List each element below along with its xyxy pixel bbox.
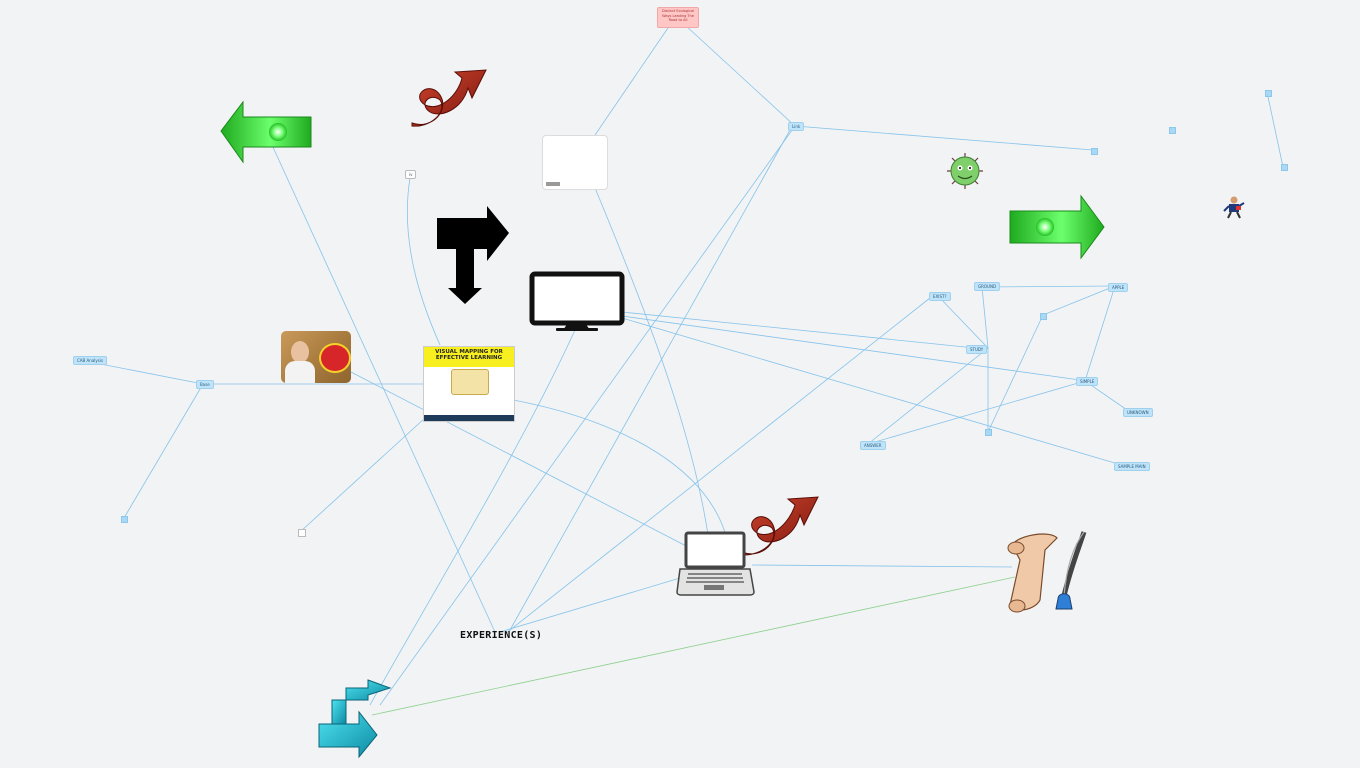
thumbnail-tag xyxy=(546,182,560,186)
node-small-note[interactable]: iv xyxy=(405,170,417,179)
node-simple[interactable]: SIMPLE xyxy=(1076,377,1099,386)
book-illustration xyxy=(451,369,489,395)
book-title: VISUAL MAPPING FOR EFFECTIVE LEARNING xyxy=(424,347,514,367)
person-figure-icon[interactable] xyxy=(1223,196,1245,219)
red-curl-arrow-icon[interactable] xyxy=(411,69,487,127)
endpoint-dot[interactable] xyxy=(1091,148,1098,155)
book-footer-band xyxy=(424,415,514,421)
green-connection xyxy=(371,576,1016,716)
node-answer[interactable]: ANSWER xyxy=(860,441,886,450)
experience-label[interactable]: EXPERIENCE(S) xyxy=(460,630,543,641)
top-note[interactable]: Distinct Ecological Ways Leading The Roa… xyxy=(657,7,699,28)
photo-body xyxy=(285,361,315,383)
node-unknown[interactable]: UNKNOWN xyxy=(1123,408,1153,417)
photo-badge xyxy=(319,343,351,373)
green-arrow-right-icon[interactable] xyxy=(1009,194,1105,260)
node-link[interactable]: Link xyxy=(788,122,805,131)
black-t-arrow-icon[interactable] xyxy=(437,206,509,304)
cyan-step-arrow-icon[interactable] xyxy=(318,679,392,759)
person-photo[interactable] xyxy=(281,331,351,383)
mini-map-thumbnail[interactable] xyxy=(542,135,608,190)
endpoint-dot[interactable] xyxy=(1281,164,1288,171)
node-ground[interactable]: GROUND xyxy=(974,282,1001,291)
node-apple[interactable]: APPLE xyxy=(1108,283,1129,292)
laptop-icon[interactable] xyxy=(676,531,755,596)
endpoint-dot-white[interactable] xyxy=(298,529,306,537)
endpoint-dot[interactable] xyxy=(985,429,992,436)
book-cover-image[interactable]: VISUAL MAPPING FOR EFFECTIVE LEARNING xyxy=(423,346,515,422)
endpoint-dot[interactable] xyxy=(121,516,128,523)
virus-icon[interactable] xyxy=(947,153,983,189)
monitor-icon[interactable] xyxy=(529,271,625,331)
scroll-quill-icon[interactable] xyxy=(1007,531,1087,613)
node-cab-analysis[interactable]: CAB Analysis xyxy=(73,356,108,365)
endpoint-dot[interactable] xyxy=(1265,90,1272,97)
node-sample-main[interactable]: SAMPLE MAIN xyxy=(1114,462,1150,471)
node-base[interactable]: Base xyxy=(196,380,214,389)
endpoint-dot[interactable] xyxy=(1169,127,1176,134)
node-study[interactable]: STUDY xyxy=(966,345,988,354)
green-arrow-left-icon[interactable] xyxy=(220,100,312,164)
photo-face xyxy=(291,341,309,363)
connection-lines xyxy=(79,24,1284,706)
endpoint-dot[interactable] xyxy=(1040,313,1047,320)
red-curl-arrow-icon-2[interactable] xyxy=(741,496,819,556)
node-exist[interactable]: EXIST? xyxy=(929,292,951,301)
